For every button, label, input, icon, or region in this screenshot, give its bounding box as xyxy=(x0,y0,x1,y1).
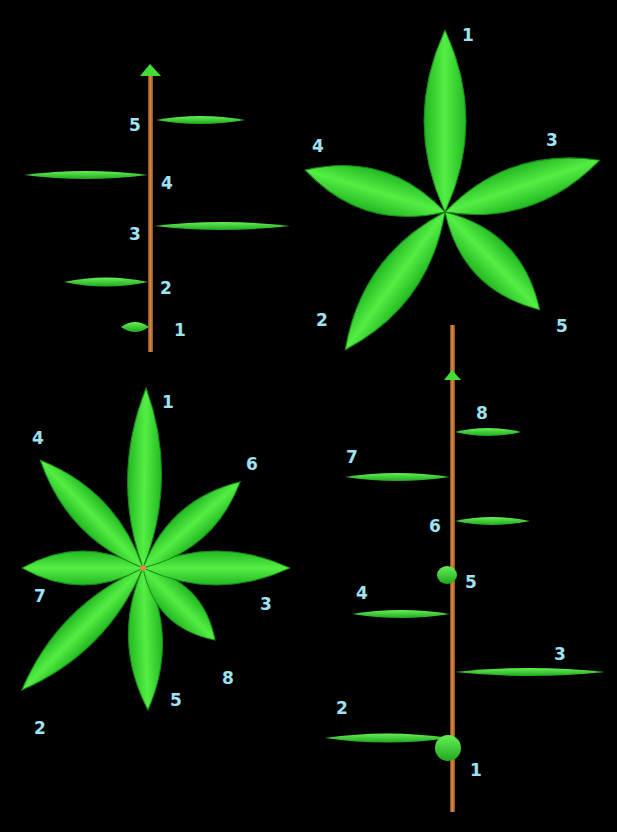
callout-number: 3 xyxy=(554,646,566,663)
callout-number: 6 xyxy=(246,456,258,473)
callout-number: 1 xyxy=(174,322,186,339)
callout-number: 4 xyxy=(312,138,324,155)
leaf-rosette xyxy=(10,388,290,711)
callout-number: 1 xyxy=(162,394,174,411)
callout-number: 7 xyxy=(346,449,358,466)
callout-number: 8 xyxy=(222,670,234,687)
callout-number: 8 xyxy=(476,405,488,422)
leaf-rosette xyxy=(299,30,606,362)
stem-plant xyxy=(24,64,290,352)
callout-number: 3 xyxy=(546,132,558,149)
stem-plant xyxy=(325,325,605,812)
callout-number: 3 xyxy=(129,226,141,243)
callout-number: 2 xyxy=(34,720,46,737)
callout-number: 2 xyxy=(160,280,172,297)
callout-number: 4 xyxy=(32,430,44,447)
callout-number: 5 xyxy=(556,318,568,335)
callout-number: 1 xyxy=(470,762,482,779)
callout-number: 5 xyxy=(465,574,477,591)
callout-number: 5 xyxy=(129,117,141,134)
callout-number: 3 xyxy=(260,596,272,613)
callout-number: 7 xyxy=(34,588,46,605)
callout-number: 4 xyxy=(161,175,173,192)
callout-number: 5 xyxy=(170,692,182,709)
callout-number: 2 xyxy=(336,700,348,717)
callout-number: 4 xyxy=(356,585,368,602)
callout-number: 6 xyxy=(429,518,441,535)
callout-number: 1 xyxy=(462,27,474,44)
callout-number: 2 xyxy=(316,312,328,329)
